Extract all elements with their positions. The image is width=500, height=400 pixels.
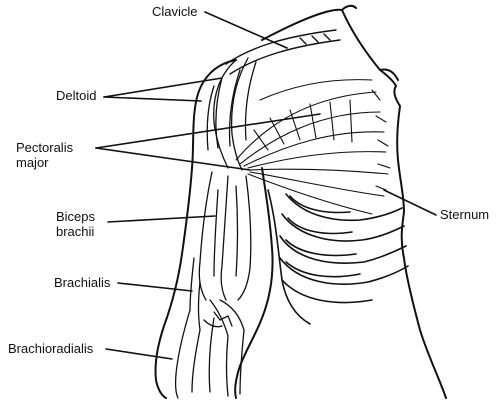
- pectoralis-label-line1: Pectoralis: [16, 140, 74, 155]
- torso-outline: [261, 4, 447, 399]
- deltoid-muscle: [206, 57, 257, 171]
- deltoid-leader-upper: [103, 77, 223, 98]
- brachialis-leader: [117, 282, 193, 292]
- clavicle-leader: [204, 11, 288, 49]
- biceps-leader: [107, 215, 216, 223]
- biceps-brachii-label: Biceps brachii: [56, 209, 95, 239]
- pectoralis-leader-upper: [95, 113, 321, 149]
- pectoralis-leader-lower: [95, 147, 251, 171]
- deltoid-leader-lower: [103, 96, 202, 102]
- deltoid-label-text: Deltoid: [56, 88, 97, 103]
- brachialis-label: Brachialis: [54, 275, 110, 290]
- brachioradialis-leader: [105, 348, 173, 360]
- brachioradialis-label: Brachioradialis: [8, 341, 93, 356]
- clavicle-label-text: Clavicle: [152, 4, 198, 19]
- brachialis-muscle: [189, 257, 245, 337]
- pectoralis-major-muscle: [235, 79, 391, 215]
- pectoralis-label-line2: major: [16, 155, 49, 170]
- clavicle-label: Clavicle: [152, 4, 198, 19]
- sternum-label-text: Sternum: [440, 207, 490, 222]
- biceps-label-line1: Biceps: [56, 209, 96, 224]
- biceps-label-line2: brachii: [56, 224, 95, 239]
- arm-outline: [154, 59, 274, 399]
- brachialis-label-text: Brachialis: [54, 275, 111, 290]
- sternum-label: Sternum: [440, 207, 489, 222]
- biceps-brachii-muscle: [198, 171, 252, 301]
- brachioradialis-label-text: Brachioradialis: [8, 341, 94, 356]
- sternum-leader: [383, 189, 437, 216]
- deltoid-label: Deltoid: [56, 88, 96, 103]
- forearm-muscles: [174, 309, 245, 399]
- leader-lines: [95, 11, 437, 360]
- pectoralis-major-label: Pectoralis major: [16, 140, 73, 170]
- ribcage: [267, 189, 409, 325]
